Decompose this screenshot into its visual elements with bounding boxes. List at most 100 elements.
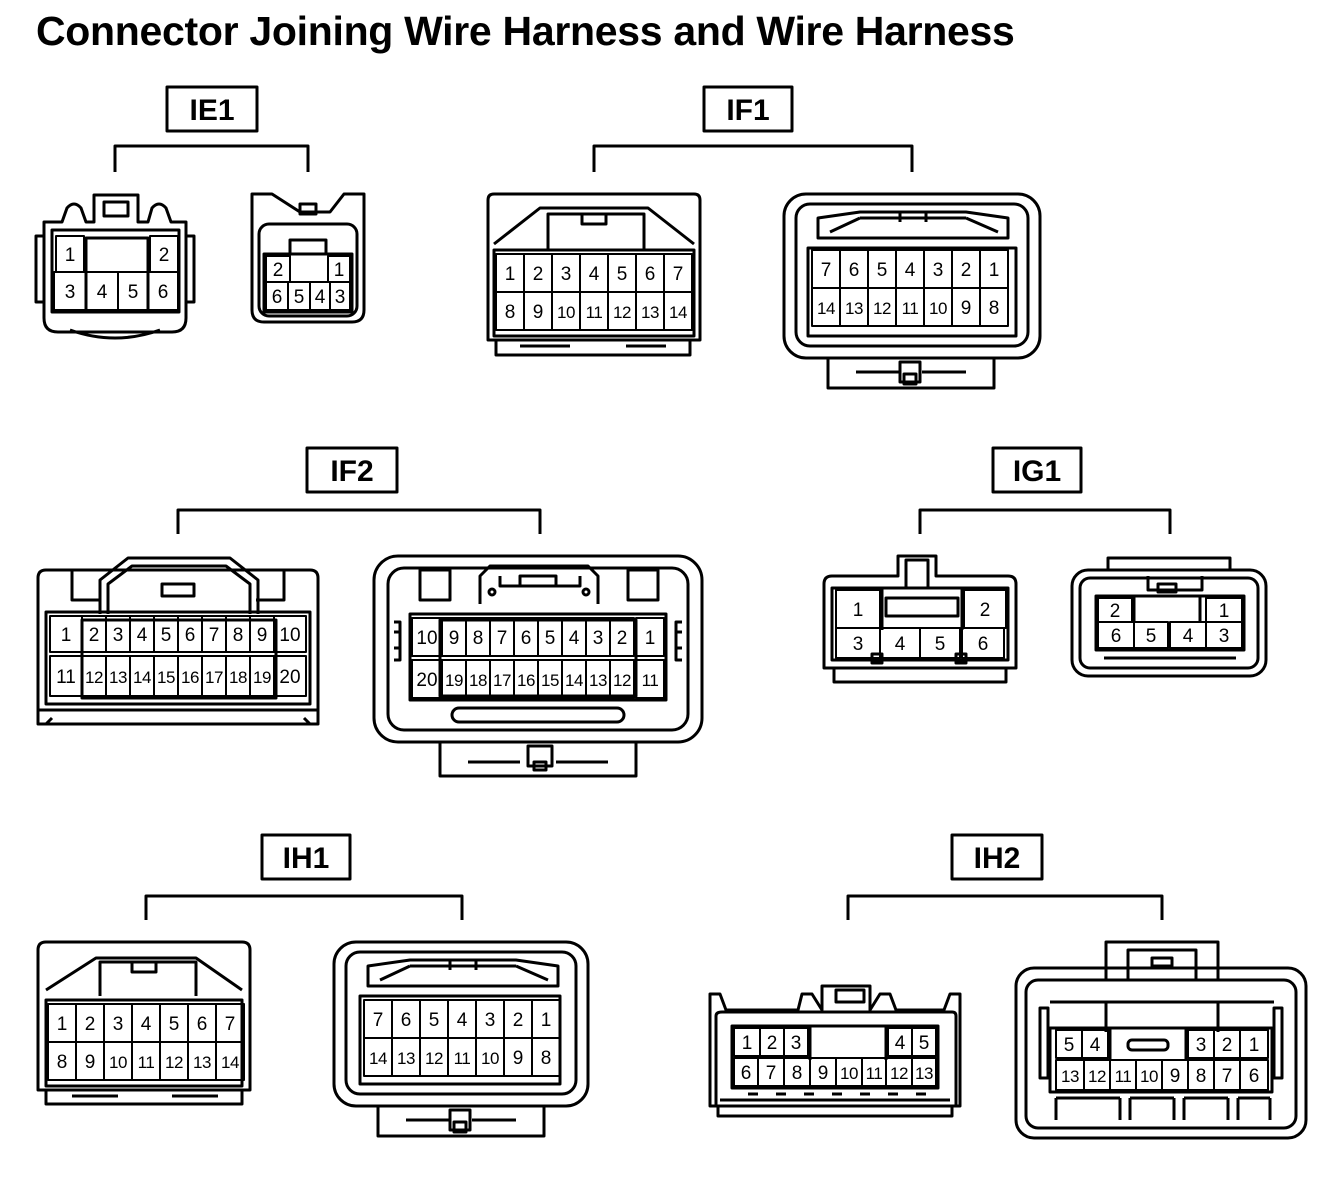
pin-number: 2 [617,628,628,649]
pin-number: 7 [373,1010,384,1031]
pin-number: 6 [645,264,656,285]
pairing-bracket [592,144,914,172]
pin-number: 14 [133,668,151,687]
pin-number: 7 [209,625,220,646]
pin-number: 7 [1222,1066,1233,1087]
pin-cell [1239,1029,1269,1059]
pin-number: 8 [541,1048,552,1069]
pin-cell [273,615,307,653]
pin-number: 6 [185,625,196,646]
pin-number: 14 [817,299,835,318]
pin-number: 12 [613,671,631,690]
pin-number: 8 [505,302,516,323]
pin-number: 20 [279,667,300,688]
pin-number: 11 [902,299,919,318]
pin-number: 10 [840,1064,858,1083]
pin-cell [273,655,307,697]
pin-number: 9 [257,625,268,646]
pin-number: 13 [589,671,607,690]
connector-id: IE1 [189,94,234,127]
pin-number: 7 [821,260,832,281]
pin-cell [609,659,635,699]
pin-number: 8 [1196,1066,1207,1087]
pin-number: 13 [193,1053,211,1072]
pin-number: 11 [586,303,603,322]
pin-number: 3 [113,1014,124,1035]
pin-number: 14 [669,303,687,322]
pin-number: 13 [845,299,863,318]
connector-id: IH1 [283,842,330,875]
pin-number: 6 [1249,1066,1260,1087]
pin-number: 6 [521,628,532,649]
pin-number: 5 [545,628,556,649]
pin-number: 10 [279,625,300,646]
pin-cell [979,287,1009,327]
pin-number: 13 [641,303,659,322]
pin-number: 6 [978,634,989,655]
pairing-bracket [846,894,1164,920]
pin-number: 2 [980,600,991,621]
pin-number: 11 [138,1053,155,1072]
pin-number: 6 [401,1010,412,1031]
pin-number: 4 [1090,1035,1101,1056]
pin-number: 11 [1115,1067,1132,1086]
pin-cell [663,291,693,331]
pin-number: 5 [161,625,172,646]
pin-number: 2 [273,260,284,281]
pin-number: 14 [221,1053,239,1072]
pin-number: 9 [818,1063,829,1084]
pin-number: 8 [989,298,1000,319]
pin-number: 17 [493,671,511,690]
pin-number: 5 [169,1014,180,1035]
pairing-bracket [113,144,310,172]
pin-cell [911,1027,937,1057]
pin-number: 4 [569,628,580,649]
pin-number: 4 [895,1033,906,1054]
pin-number: 10 [557,303,575,322]
pin-cell [1205,621,1243,649]
pin-number: 9 [85,1052,96,1073]
pin-number: 9 [533,302,544,323]
pin-number: 1 [853,600,864,621]
connector-id: IG1 [1013,455,1061,488]
pin-number: 3 [1196,1035,1207,1056]
pin-number: 15 [157,668,175,687]
connector-tag: IF2 [305,446,399,494]
pin-number: 13 [1061,1067,1079,1086]
pin-number: 6 [272,287,283,308]
connector-id: IF1 [726,94,769,127]
pin-number: 20 [416,670,437,691]
pin-number: 9 [961,298,972,319]
pin-number: 4 [895,634,906,655]
pairing-bracket [918,508,1172,534]
pin-cell [783,1027,809,1057]
pin-number: 15 [541,671,559,690]
pin-number: 12 [425,1049,443,1068]
pin-number: 1 [1249,1035,1260,1056]
pin-number: 7 [497,628,508,649]
pin-number: 8 [57,1052,68,1073]
pin-number: 8 [473,628,484,649]
pin-number: 12 [613,303,631,322]
pin-number: 14 [565,671,583,690]
pin-number: 5 [128,282,139,303]
pin-number: 1 [989,260,1000,281]
pin-number: 9 [1170,1066,1181,1087]
pin-number: 3 [113,625,124,646]
pin-number: 5 [935,634,946,655]
pin-number: 7 [766,1063,777,1084]
pin-number: 6 [158,282,169,303]
pin-number: 3 [853,634,864,655]
pin-number: 10 [1140,1067,1158,1086]
pin-number: 3 [561,264,572,285]
pin-number: 5 [1064,1035,1075,1056]
